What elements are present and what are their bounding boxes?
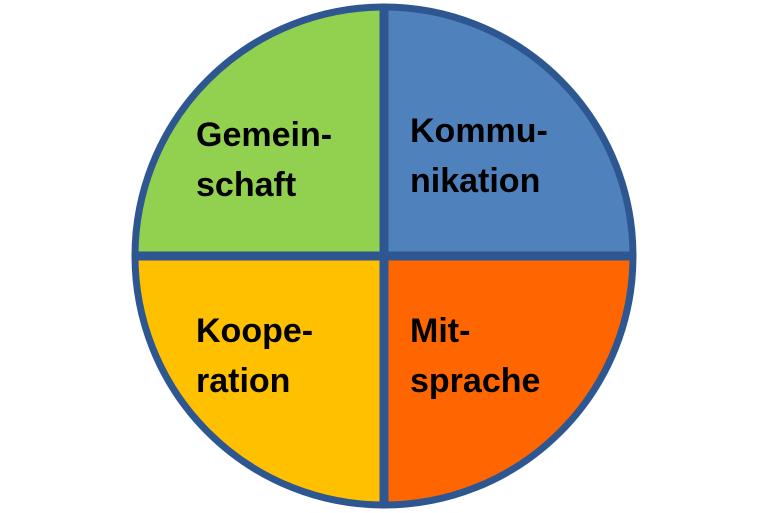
label-kommunikation: Kommu- nikation: [410, 106, 548, 206]
label-kooperation: Koope- ration: [196, 306, 313, 406]
label-mitsprache-line-1: Mit-: [410, 312, 471, 350]
label-kommunikation-line-1: Kommu-: [410, 112, 548, 150]
label-gemeinschaft-line-2: schaft: [196, 166, 297, 204]
label-gemeinschaft: Gemein- schaft: [196, 110, 332, 210]
label-kooperation-line-2: ration: [196, 362, 291, 400]
label-gemeinschaft-line-1: Gemein-: [196, 116, 333, 154]
label-mitsprache: Mit- sprache: [410, 306, 540, 406]
label-kommunikation-line-2: nikation: [410, 162, 541, 200]
circle-outline: [131, 3, 637, 509]
label-kooperation-line-1: Koope-: [196, 312, 314, 350]
label-mitsprache-line-2: sprache: [410, 362, 541, 400]
